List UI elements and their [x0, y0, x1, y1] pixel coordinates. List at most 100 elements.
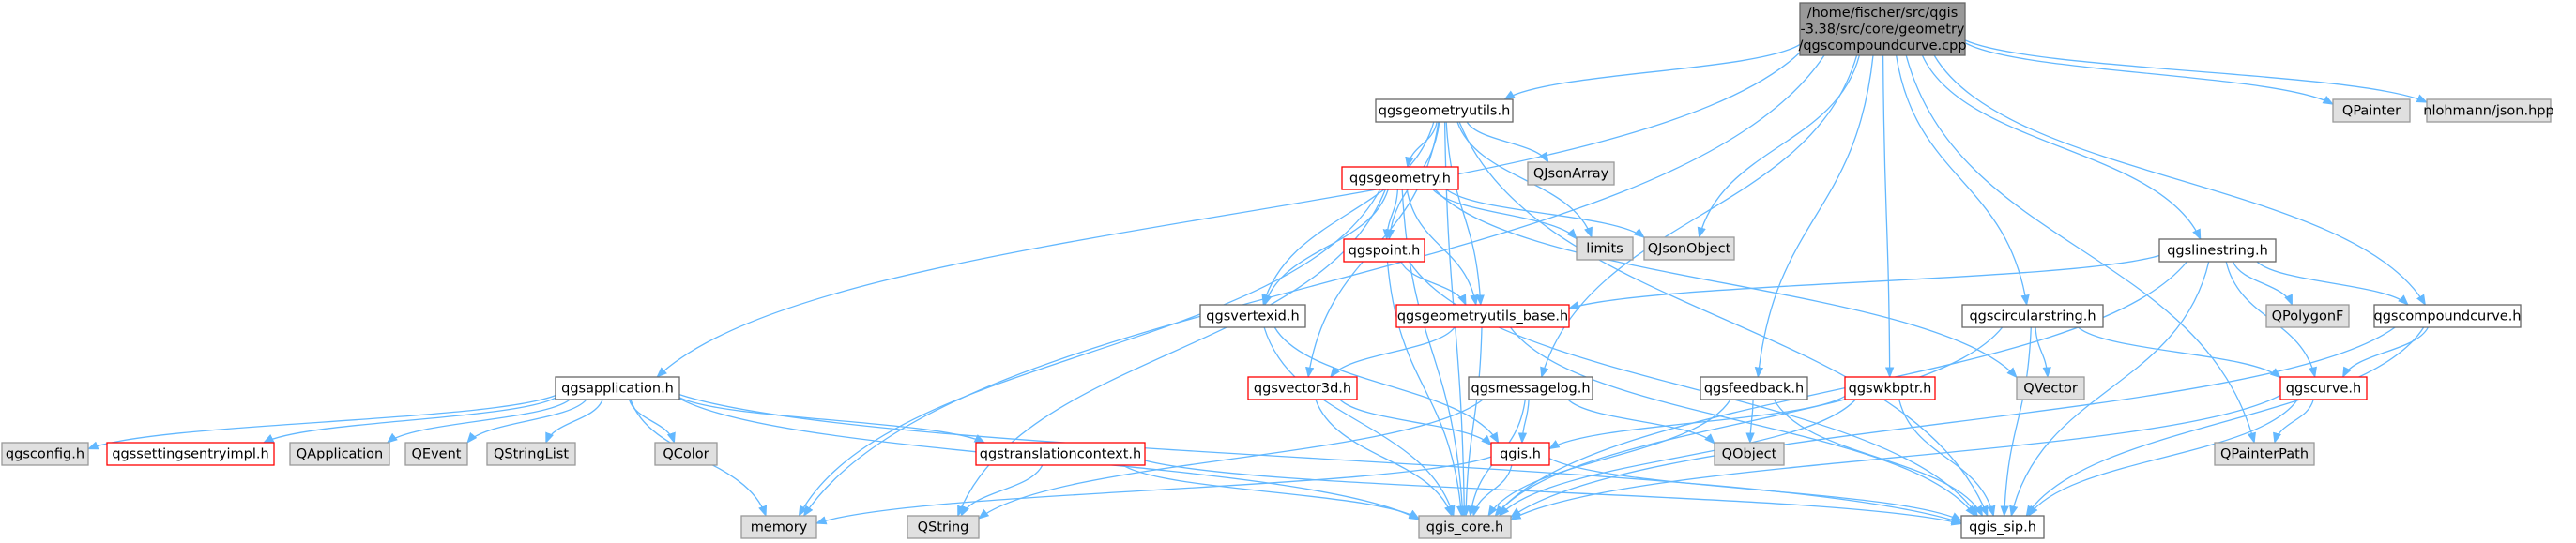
node-qgis[interactable]: qgis.h: [1490, 442, 1550, 466]
node-qgissip[interactable]: qgis_sip.h: [1960, 515, 2045, 539]
node-qpolygonf: QPolygonF: [2265, 304, 2350, 328]
node-qgsapplication[interactable]: qgsapplication.h: [555, 376, 680, 400]
node-label: qgspoint.h: [1349, 243, 1421, 258]
edge-line: [1263, 189, 1389, 307]
edge-line: [1517, 399, 1530, 445]
edge-line: [628, 399, 676, 445]
edge-line: [1461, 326, 1483, 518]
node-box: [1844, 376, 1936, 400]
edge-line: [1315, 399, 1453, 518]
edge-qgis-to-qgiscore: [1471, 464, 1513, 518]
edge-qgswkbptr-to-qgissip: [1898, 399, 1996, 518]
edge-qgsgeometry-to-qjsonobject: [1445, 189, 1645, 239]
edge-qgscompound-to-qgiscore: [1510, 326, 2396, 519]
edge-geomutils-to-qgissip: [1458, 121, 1989, 518]
node-nlohmann: nlohmann/json.hpp: [2423, 98, 2554, 123]
edge-geomutils-to-qgsvertexid: [1261, 121, 1435, 307]
node-memory: memory: [740, 515, 817, 539]
node-label: qgswkbptr.h: [1849, 381, 1932, 396]
edge-root-to-qgsmessagelog: [1540, 54, 1858, 379]
node-root[interactable]: /home/fischer/src/qgis-3.38/src/core/geo…: [1798, 2, 1967, 56]
edge-line: [2000, 326, 2032, 518]
node-label: QColor: [663, 446, 709, 461]
node-qgswkbptr[interactable]: qgswkbptr.h: [1844, 376, 1936, 400]
edge-line: [1509, 394, 2281, 520]
node-box: [1700, 376, 1808, 400]
node-geomutils[interactable]: qgsgeometryutils.h: [1375, 98, 1514, 123]
node-box: [106, 442, 275, 466]
node-label: memory: [751, 520, 808, 535]
edge-qgslinestring-to-qpolygonf: [2232, 261, 2294, 307]
node-qcolor: QColor: [654, 442, 718, 466]
node-qgsvertexid[interactable]: qgsvertexid.h: [1199, 304, 1306, 328]
node-label: QString: [918, 520, 969, 535]
node-qevent: QEvent: [404, 442, 468, 466]
edge-geomutilsbase-to-qgissip: [1509, 326, 1976, 517]
node-qgssettings[interactable]: qgssettingsentryimpl.h: [106, 442, 275, 466]
node-label: qgsmessagelog.h: [1471, 381, 1590, 396]
node-label: qgscircularstring.h: [1969, 309, 2096, 324]
node-label: qgsapplication.h: [561, 381, 674, 396]
edge-line: [1487, 399, 1731, 517]
node-label: qgis_sip.h: [1969, 520, 2036, 535]
edge-line: [1754, 54, 1874, 379]
node-geomutilsbase[interactable]: qgsgeometryutils_base.h: [1395, 304, 1570, 328]
edge-qgscircular-to-qgscurve: [2077, 326, 2281, 379]
node-qgsgeometry[interactable]: qgsgeometry.h: [1341, 166, 1459, 190]
edge-line: [2028, 399, 2298, 517]
edge-line: [1905, 54, 2256, 445]
node-qgslinestring[interactable]: qgslinestring.h: [2158, 238, 2277, 263]
edge-root-to-geomutils: [1503, 43, 1801, 100]
node-qgscurve[interactable]: qgscurve.h: [2279, 376, 2368, 400]
edge-qgswkbptr-to-qgiscore: [1498, 399, 1856, 517]
edge-qgsapplication-to-qgissip: [678, 393, 1963, 524]
node-qgsmessagelog[interactable]: qgsmessagelog.h: [1468, 376, 1593, 400]
edge-qgslinestring-to-qgscompound: [2256, 261, 2409, 306]
edge-line: [1964, 42, 2335, 105]
edge-line: [2009, 261, 2210, 518]
node-limits: limits: [1576, 236, 1634, 261]
node-box: [1247, 376, 1358, 400]
edge-qgsgeometry-to-qstring: [957, 189, 1386, 518]
node-label: qgsgeometryutils.h: [1379, 103, 1511, 118]
node-qgsfeedback[interactable]: qgsfeedback.h: [1700, 376, 1808, 400]
node-qpainter: QPainter: [2332, 98, 2411, 123]
edge-qgswkbptr-to-qgis: [1547, 395, 1846, 450]
edge-line: [1567, 254, 2160, 310]
edge-qgscompound-to-qgissip: [2025, 326, 2425, 517]
edge-line: [1330, 326, 1456, 378]
edge-qgsapplication-to-qgstransctx: [678, 397, 986, 444]
edge-qgscurve-to-qpainterpath: [2273, 399, 2314, 445]
edge-line: [678, 397, 986, 444]
edge-qgscircular-to-qgiscore: [1494, 326, 2004, 517]
node-box: [1375, 98, 1514, 123]
edge-qgsmessagelog-to-qobject: [1567, 399, 1715, 445]
node-box: [1960, 515, 2045, 539]
node-qvector: QVector: [2016, 376, 2085, 400]
edge-root-to-qgscompound: [1933, 54, 2426, 307]
edge-line: [957, 189, 1386, 518]
node-qgscircular[interactable]: qgscircularstring.h: [1961, 304, 2104, 328]
edge-qgsapplication-to-qgssettings: [262, 397, 556, 444]
edge-line: [815, 456, 1492, 525]
node-label: /home/fischer/src/qgis: [1807, 6, 1959, 21]
node-qgspoint[interactable]: qgspoint.h: [1343, 238, 1425, 263]
node-box: [1418, 515, 1512, 539]
node-qgsvector3d[interactable]: qgsvector3d.h: [1247, 376, 1358, 400]
edge-line: [2256, 261, 2409, 306]
node-box: [1961, 304, 2104, 328]
node-qgstransctx[interactable]: qgstranslationcontext.h: [975, 442, 1146, 466]
edge-line: [1386, 261, 1466, 518]
edge-line: [1466, 121, 1549, 163]
node-qgscompound[interactable]: qgscompoundcurve.h: [2373, 304, 2522, 328]
node-box: [2214, 442, 2315, 466]
node-label: /qgscompoundcurve.cpp: [1798, 38, 1966, 53]
node-qstringlist: QStringList: [486, 442, 576, 466]
node-box: [1799, 2, 1966, 56]
edge-line: [86, 394, 556, 450]
node-box: [975, 442, 1146, 466]
edge-line: [386, 399, 571, 444]
edge-qgsapplication-to-qcolor: [628, 399, 676, 445]
node-box: [404, 442, 468, 466]
edge-line: [1494, 261, 2187, 517]
